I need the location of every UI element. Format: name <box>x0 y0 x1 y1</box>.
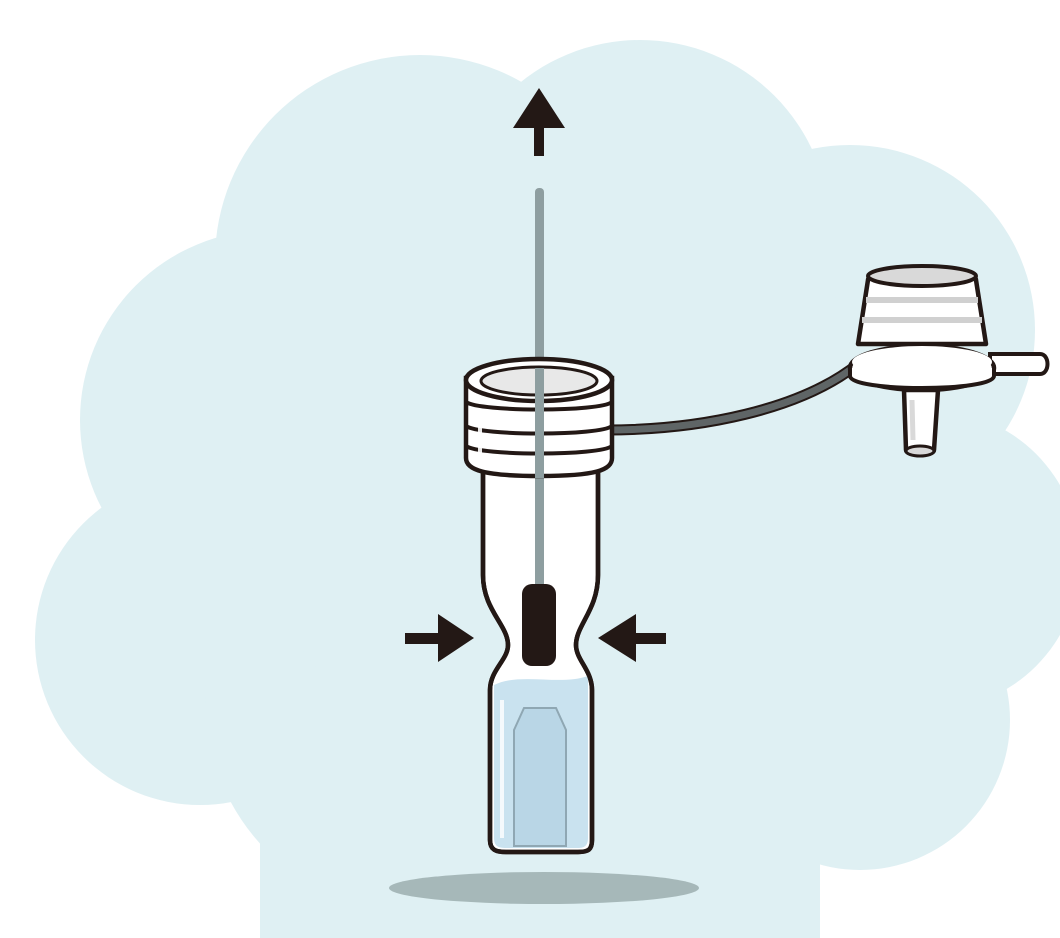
tube-cap-ring <box>466 359 612 478</box>
swab-rod <box>535 188 544 378</box>
swab-head <box>522 584 556 666</box>
ground-shadow <box>389 872 699 904</box>
